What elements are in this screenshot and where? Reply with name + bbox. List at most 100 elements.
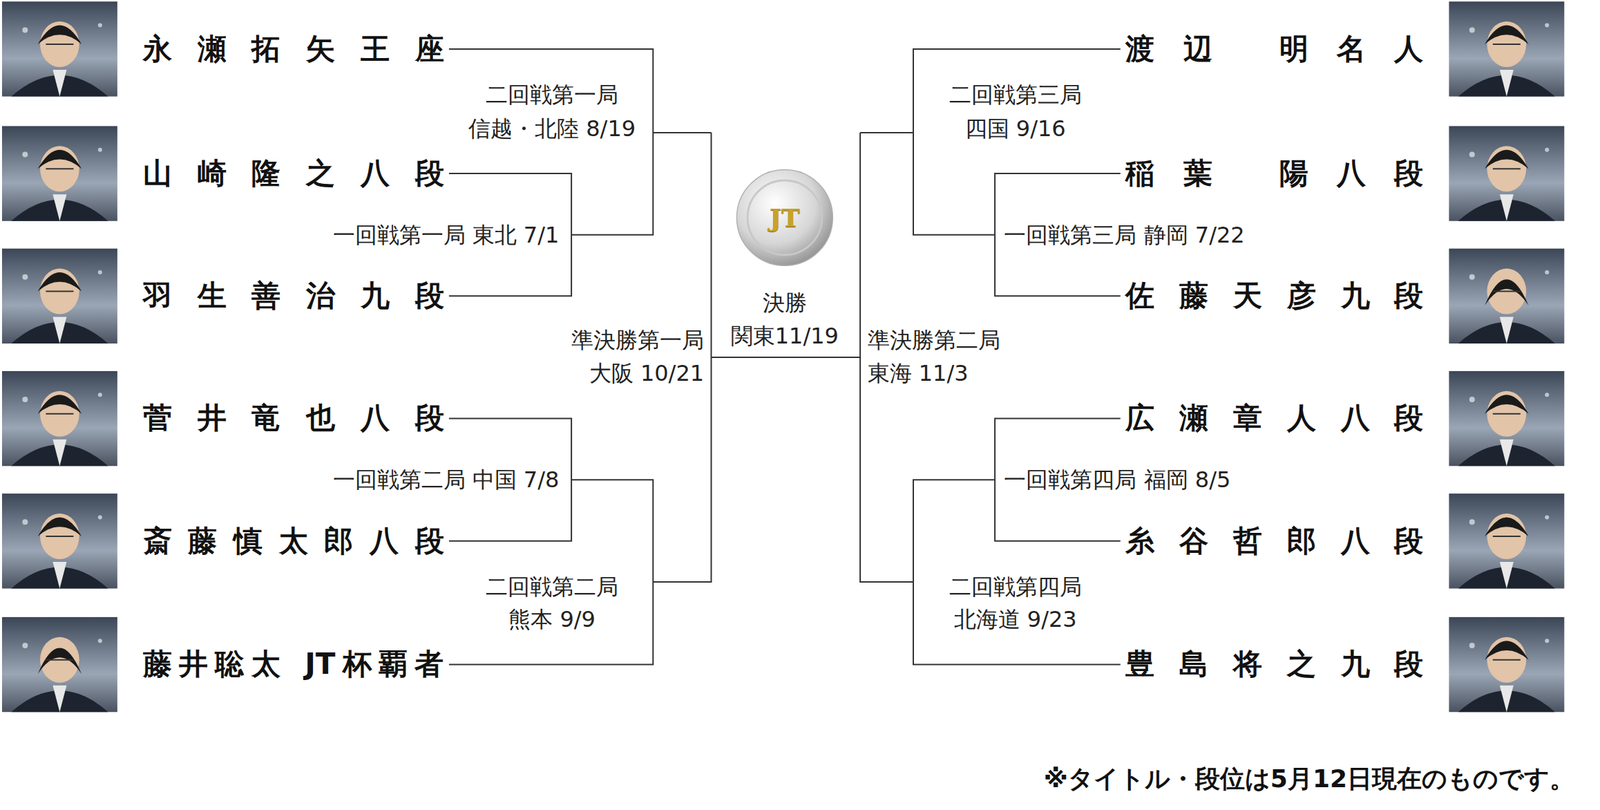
match-label: 一回戦第一局 東北 7/1 [330,221,562,249]
photo-collar [1499,561,1514,588]
photo-hair [1484,516,1529,536]
player-name: 佐藤天彦九段 [1125,277,1424,315]
photo-collar [52,69,67,97]
match-label: 準決勝第一局 [569,326,707,354]
photo-light [22,518,28,525]
match-label: 一回戦第三局 静岡 7/22 [1001,221,1247,249]
player-name-box: 永瀬拓矢王座 [143,31,445,68]
match-label: 信越・北陸 8/19 [466,115,638,142]
player-name: 斎藤慎太郎八段 [143,522,445,560]
photo-collar [52,561,67,588]
logo-disc [736,169,833,266]
bracket-line [652,131,711,134]
player-name-box: 稲葉 陽八段 [1125,155,1424,193]
photo-face [40,636,80,683]
photo-hair [1484,394,1529,414]
photo-light [1469,518,1475,525]
photo-hair [37,25,82,45]
photo-light [1544,392,1549,397]
bracket-line [860,131,914,134]
photo-light [98,638,103,643]
photo-glasses [45,659,74,661]
photo-light [1544,638,1549,643]
photo-backdrop [2,616,118,712]
match-label: 一回戦第二局 中国 7/8 [330,466,562,493]
photo-hair [1484,149,1529,169]
photo-collar [52,685,67,712]
match-label: 関東11/19 [728,322,841,349]
photo-backdrop [2,493,118,588]
player-photo [1448,493,1565,588]
player-name-box: 豊島将之九段 [1125,645,1424,683]
photo-hair [37,516,82,536]
match-label: 二回戦第四局 [947,573,1084,600]
match-label: 一回戦第四局 福岡 8/5 [1001,466,1233,493]
match-label: 準決勝第二局 [865,326,1003,354]
photo-backdrop [2,1,118,97]
match-label: 四国 9/16 [963,115,1069,142]
photo-hair [1484,25,1529,45]
player-name: 山崎隆之八段 [143,155,445,193]
photo-light [98,147,103,152]
match-label: 決勝 [760,289,809,316]
player-name-box: 菅井竜也八段 [143,400,445,437]
photo-light [22,274,28,280]
photo-light [1544,147,1549,152]
player-photo [2,616,118,712]
photo-collar [1499,317,1514,344]
photo-light [22,26,28,33]
photo-light [98,270,103,275]
photo-glasses [45,43,74,45]
photo-backdrop [1448,493,1565,588]
player-photo [2,125,118,221]
photo-light [98,392,103,397]
photo-collar [52,317,67,344]
player-photo [2,493,118,588]
photo-hair [1484,279,1529,306]
photo-collar [52,439,67,466]
bracket-line [860,132,914,582]
photo-glasses [45,290,74,292]
player-photo [2,370,118,466]
player-name-box: 羽生善治九段 [143,277,445,315]
match-label: 二回戦第三局 [947,81,1084,108]
photo-light [1469,274,1475,280]
photo-backdrop [1448,248,1565,344]
photo-hair [37,648,82,675]
photo-hair [37,394,82,414]
photo-backdrop [1448,370,1565,466]
player-name: 渡辺 明名人 [1125,31,1424,68]
match-label: 東海 11/3 [865,359,971,387]
photo-collar [52,194,67,221]
player-name: 菅井竜也八段 [143,400,445,437]
photo-light [1544,23,1549,28]
player-name-box: 渡辺 明名人 [1125,31,1424,68]
bracket-line [913,479,1121,664]
photo-light [1544,514,1549,519]
photo-glasses [1492,167,1521,170]
photo-glasses [1492,290,1521,292]
photo-glasses [45,535,74,537]
player-photo [2,1,118,97]
photo-glasses [45,413,74,415]
photo-glasses [1492,659,1521,661]
trophy-logo: JT [735,168,834,267]
player-photo [1448,1,1565,97]
player-name-box: 藤井聡太 JT杯覇者 [143,645,445,683]
bracket-line [913,49,1121,235]
photo-light [1469,642,1475,649]
player-name: 広瀬章人八段 [1125,400,1424,437]
photo-backdrop [2,370,118,466]
photo-face [1486,268,1527,315]
bracket-line [449,479,653,664]
player-name: 藤井聡太 JT杯覇者 [143,645,445,683]
bracket-line [711,356,861,358]
photo-light [98,23,103,28]
logo-text: JT [769,203,800,233]
photo-glasses [1492,535,1521,537]
photo-collar [1499,69,1514,97]
bracket-line [652,132,711,582]
player-name: 羽生善治九段 [143,277,445,315]
photo-light [22,396,28,403]
player-name: 豊島将之九段 [1125,645,1424,683]
